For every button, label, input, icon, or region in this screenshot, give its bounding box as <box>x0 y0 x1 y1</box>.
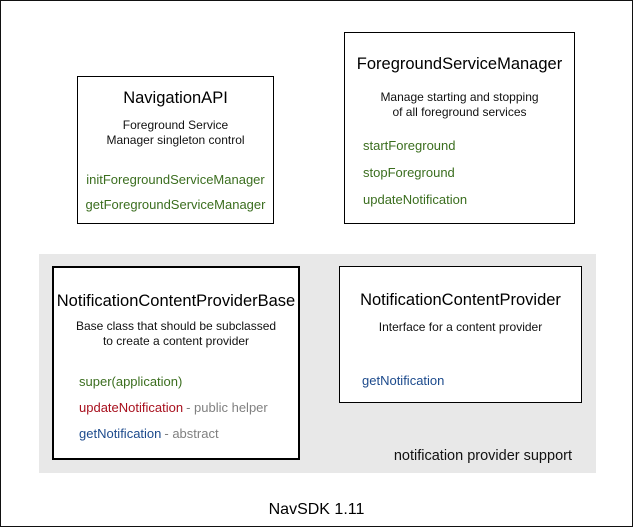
method-super-application: super(application) <box>79 374 183 389</box>
class-title-foreground-service-manager: ForegroundServiceManager <box>356 55 563 73</box>
method-list: startForeground stopForeground updateNot… <box>345 139 574 206</box>
class-description-foreground-service-manager: Manage starting and stopping of all fore… <box>345 90 574 120</box>
description-line: Interface for a content provider <box>378 320 543 334</box>
class-box-navigation-api: NavigationAPI Foreground Service Manager… <box>77 76 274 224</box>
description-line: Manage starting and stopping <box>380 90 539 104</box>
class-title-navigation-api: NavigationAPI <box>123 89 228 107</box>
method-update-notification: updateNotification- public helper <box>79 400 268 415</box>
class-box-notification-content-provider: NotificationContentProvider Interface fo… <box>339 266 582 403</box>
panel-label: notification provider support <box>393 448 572 464</box>
class-box-notification-content-provider-base: NotificationContentProviderBase Base cla… <box>52 266 300 460</box>
method-get-foreground-service-manager: getForegroundServiceManager <box>85 197 266 212</box>
class-title-notification-content-provider: NotificationContentProvider <box>360 291 561 309</box>
method-list: initForegroundServiceManager getForegrou… <box>78 173 273 211</box>
notification-provider-support-panel: NotificationContentProviderBase Base cla… <box>39 254 596 473</box>
class-description-navigation-api: Foreground Service Manager singleton con… <box>78 118 273 148</box>
method-note: - abstract <box>164 426 219 441</box>
method-get-notification: getNotification <box>362 373 445 388</box>
method-start-foreground: startForeground <box>363 138 456 153</box>
method-list: getNotification <box>340 374 581 387</box>
class-box-foreground-service-manager: ForegroundServiceManager Manage starting… <box>344 32 575 224</box>
method-stop-foreground: stopForeground <box>363 165 455 180</box>
class-description-notification-content-provider: Interface for a content provider <box>340 320 581 335</box>
description-line: Base class that should be subclassed <box>75 319 277 333</box>
method-note: - public helper <box>186 400 268 415</box>
description-line: Foreground Service <box>122 118 229 132</box>
method-list: super(application) updateNotification- p… <box>54 375 298 440</box>
description-line: to create a content provider <box>102 334 250 348</box>
method-get-notification: getNotification- abstract <box>79 426 219 441</box>
class-description-notification-content-provider-base: Base class that should be subclassed to … <box>54 319 298 349</box>
method-init-foreground-service-manager: initForegroundServiceManager <box>86 172 265 187</box>
class-title-notification-content-provider-base: NotificationContentProviderBase <box>56 292 296 310</box>
method-update-notification: updateNotification <box>363 192 468 207</box>
description-line: of all foreground services <box>392 105 527 119</box>
diagram-caption: NavSDK 1.11 <box>268 501 365 518</box>
description-line: Manager singleton control <box>106 133 245 147</box>
